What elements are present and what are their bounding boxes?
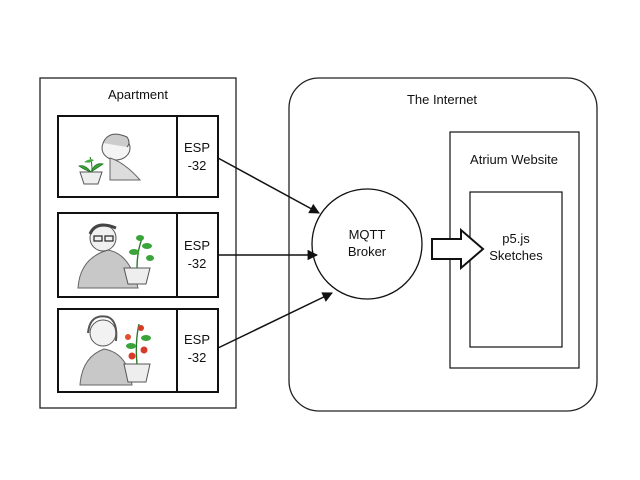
broker-label-line1: MQTT [349,227,386,242]
p5js-sketches-box [469,191,563,348]
block-arrow-icon [431,227,485,271]
device-1: ESP -32 [57,115,219,198]
website-title: Atrium Website [470,152,558,167]
esp32-module-label-2: -32 [188,350,207,365]
apartment-title: Apartment [108,87,168,102]
person-with-tomato-plant-icon [79,315,151,386]
broker-label-line2: Broker [348,244,387,259]
esp32-module-label-1: ESP [184,238,210,253]
esp32-module-label-1: ESP [184,140,210,155]
connection-arrow-3 [217,292,333,349]
person-with-seedling-icon [78,133,142,185]
device-frame [57,115,219,198]
device-3: ESP -32 [57,308,219,393]
esp32-module-label-1: ESP [184,332,210,347]
esp32-module-label-2: -32 [188,158,207,173]
esp32-module-label-2: -32 [188,256,207,271]
mqtt-broker-node [311,188,423,300]
connection-arrow-1 [217,157,320,214]
person-with-plant-icon [77,223,154,289]
sketches-label-line2: Sketches [489,248,543,263]
internet-title: The Internet [407,92,477,107]
sketches-label-line1: p5.js [502,231,530,246]
device-2: ESP -32 [57,212,219,298]
